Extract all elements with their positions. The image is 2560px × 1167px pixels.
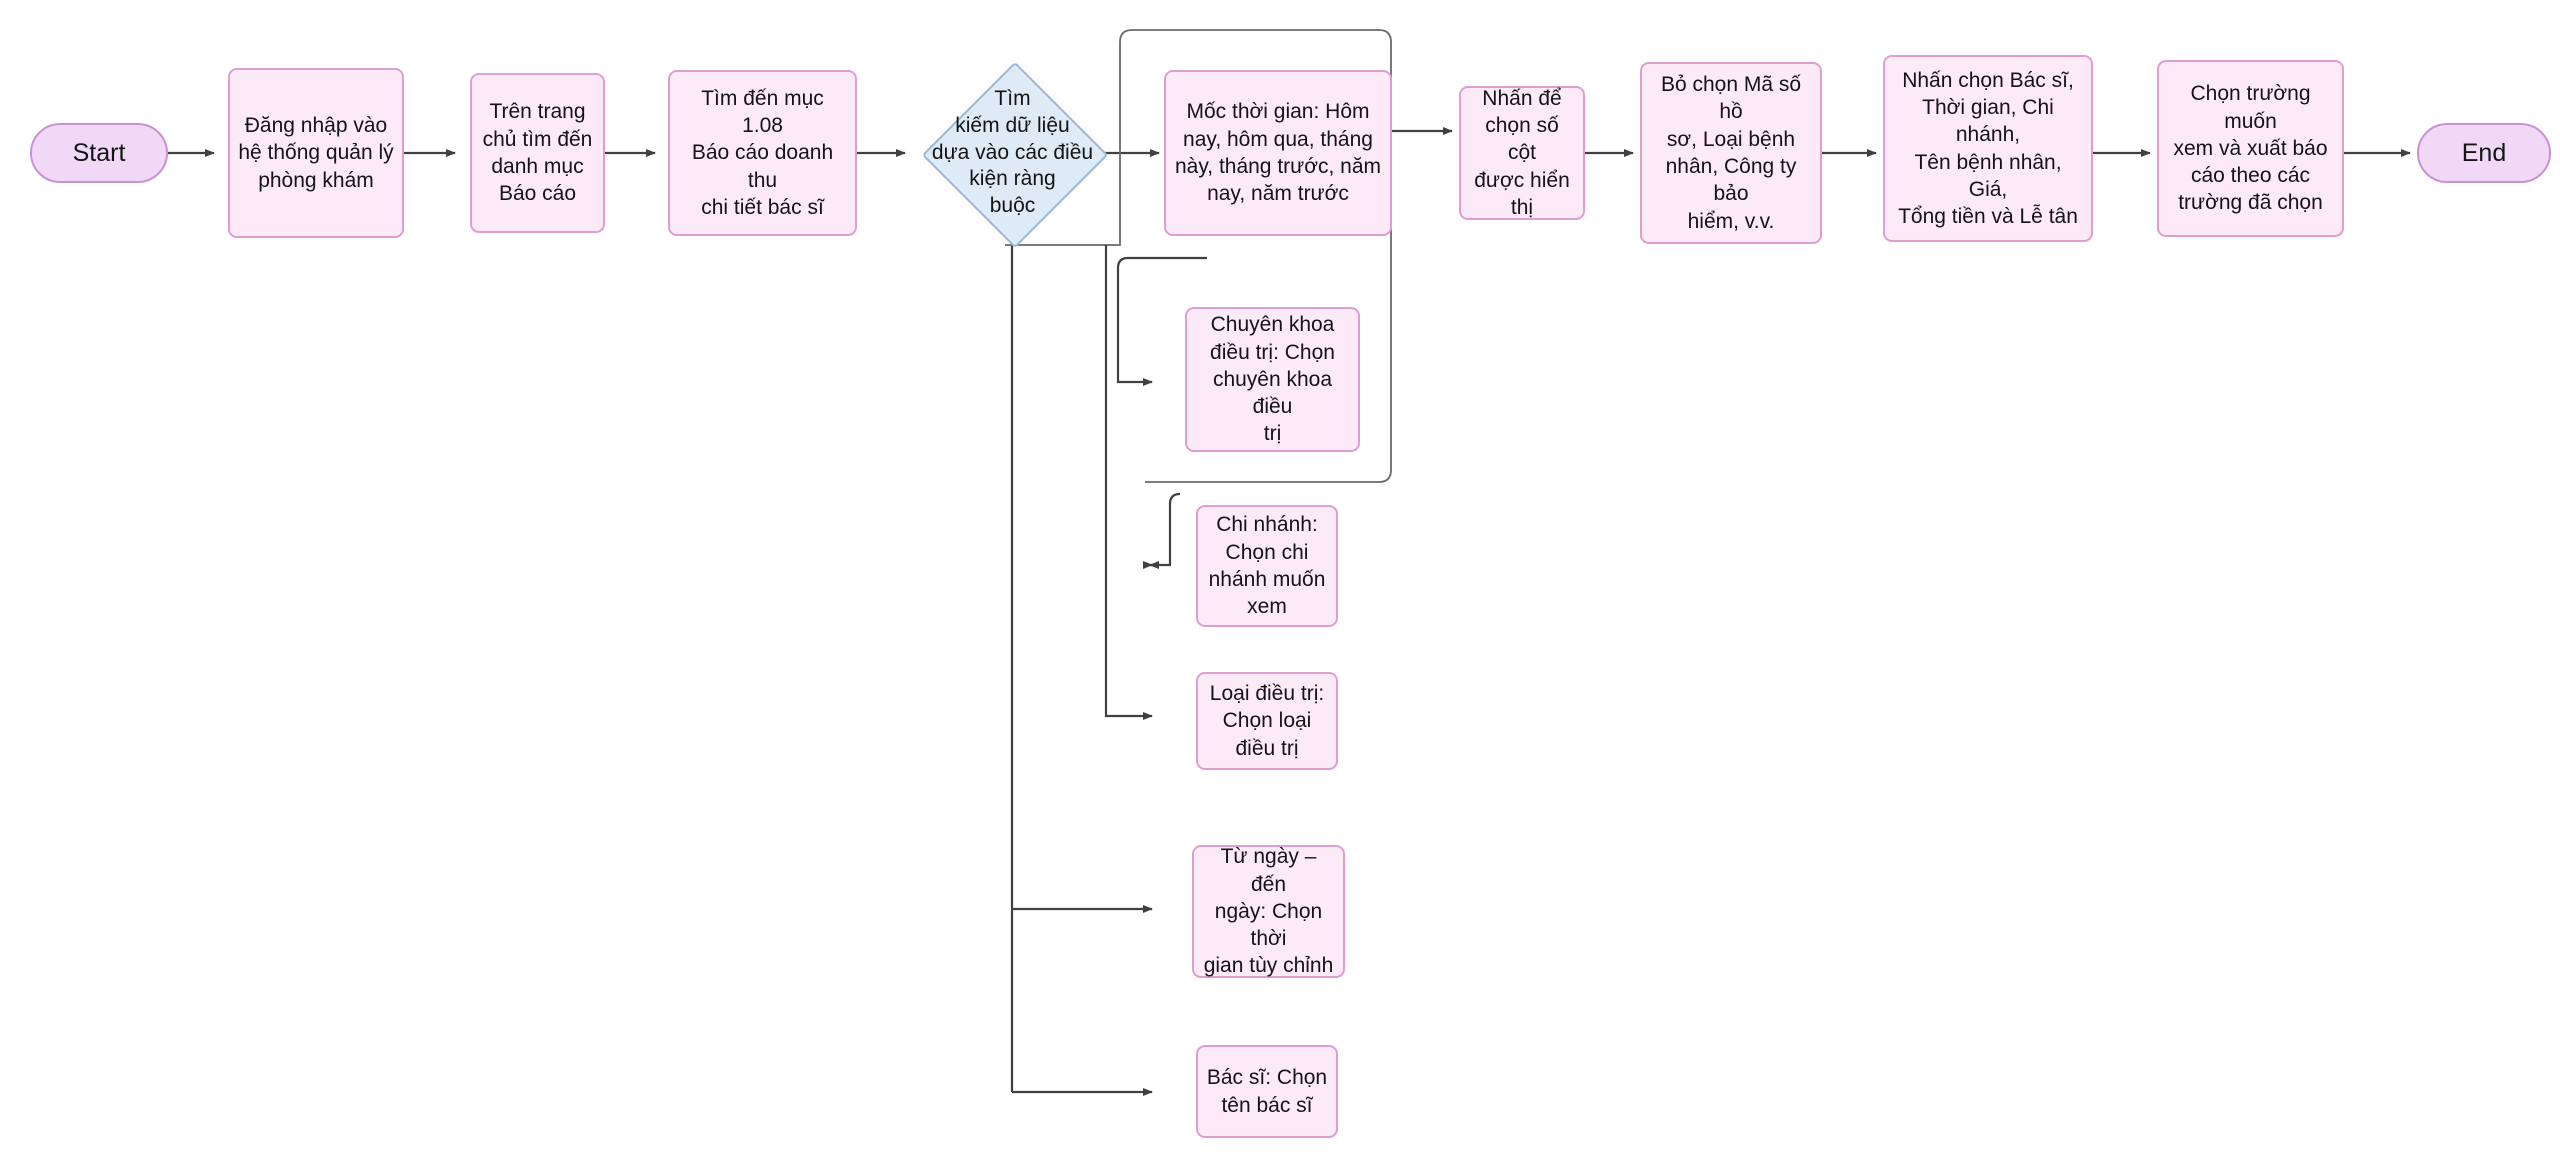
node-login-label: Đăng nhập vào hệ thống quản lý phòng khá… — [238, 114, 394, 192]
node-branch-label: Chi nhánh: Chọn chi nhánh muốn xem — [1208, 513, 1326, 619]
node-time-range-label: Mốc thời gian: Hôm nay, hôm qua, tháng n… — [1174, 100, 1382, 206]
node-branch[interactable]: Chi nhánh: Chọn chi nhánh muốn xem — [1196, 505, 1338, 627]
node-find-item[interactable]: Tìm đến mục 1.08 Báo cáo doanh thu chi t… — [668, 70, 857, 236]
node-decision[interactable]: Tìm kiếm dữ liệu dựa vào các điều kiện r… — [910, 61, 1115, 249]
node-end[interactable]: End — [2417, 123, 2551, 183]
node-doctor-label: Bác sĩ: Chọn tên bác sĩ — [1206, 1066, 1328, 1117]
node-select-fields-label: Nhấn chọn Bác sĩ, Thời gian, Chi nhánh, … — [1898, 68, 2078, 229]
node-home-menu[interactable]: Trên trang chủ tìm đến danh mục Báo cáo — [470, 73, 605, 233]
node-decision-label: Tìm kiếm dữ liệu dựa vào các điều kiện r… — [931, 86, 1094, 218]
node-time-range[interactable]: Mốc thời gian: Hôm nay, hôm qua, tháng n… — [1164, 70, 1392, 236]
node-login[interactable]: Đăng nhập vào hệ thống quản lý phòng khá… — [228, 68, 404, 238]
node-columns[interactable]: Nhấn để chọn số cột được hiển thị — [1459, 86, 1585, 220]
node-columns-label: Nhấn để chọn số cột được hiển thị — [1474, 86, 1570, 219]
node-start[interactable]: Start — [30, 123, 168, 183]
node-select-fields[interactable]: Nhấn chọn Bác sĩ, Thời gian, Chi nhánh, … — [1883, 55, 2093, 242]
node-specialty-label: Chuyên khoa điều trị: Chọn chuyên khoa đ… — [1210, 313, 1335, 446]
node-home-menu-label: Trên trang chủ tìm đến danh mục Báo cáo — [482, 100, 593, 206]
node-start-label: Start — [72, 138, 126, 167]
node-treatment-type-label: Loại điều trị: Chọn loại điều trị — [1209, 682, 1325, 760]
node-date-range-label: Từ ngày – đến ngày: Chọn thời gian tùy c… — [1203, 845, 1334, 978]
node-treatment-type[interactable]: Loại điều trị: Chọn loại điều trị — [1196, 672, 1338, 770]
node-end-label: End — [2461, 138, 2507, 167]
node-doctor[interactable]: Bác sĩ: Chọn tên bác sĩ — [1196, 1045, 1338, 1138]
node-find-item-label: Tìm đến mục 1.08 Báo cáo doanh thu chi t… — [691, 86, 834, 219]
edge-trunk2 — [1104, 245, 1153, 720]
edge-trunk-branch — [1149, 492, 1181, 569]
node-date-range[interactable]: Từ ngày – đến ngày: Chọn thời gian tùy c… — [1192, 845, 1345, 978]
node-export[interactable]: Chọn trường muốn xem và xuất báo cáo the… — [2157, 60, 2344, 237]
node-deselect[interactable]: Bỏ chọn Mã số hồ sơ, Loại bệnh nhân, Côn… — [1640, 62, 1822, 244]
node-specialty[interactable]: Chuyên khoa điều trị: Chọn chuyên khoa đ… — [1185, 307, 1360, 452]
node-export-label: Chọn trường muốn xem và xuất báo cáo the… — [2173, 82, 2328, 215]
node-deselect-label: Bỏ chọn Mã số hồ sơ, Loại bệnh nhân, Côn… — [1660, 73, 1802, 233]
